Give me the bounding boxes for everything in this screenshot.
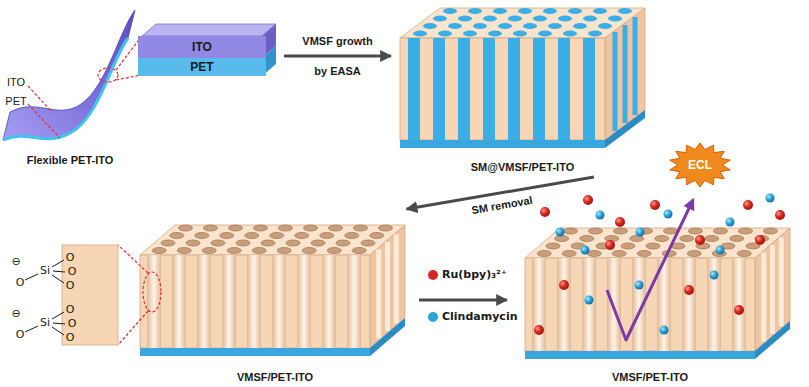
- layer-name: PET: [138, 58, 266, 76]
- legend-swatch: [428, 270, 438, 280]
- atom-label: Si: [40, 317, 50, 329]
- step-label: VMSF growth by EASA: [298, 26, 378, 86]
- process-arrow: [419, 298, 507, 301]
- chemical-bonds: [25, 260, 65, 335]
- charge-symbol: ⊖: [11, 308, 20, 320]
- vmsf-block: [140, 225, 405, 356]
- panel-caption: SM@VMSF/PET-ITO: [471, 160, 574, 174]
- zoom-ring: [98, 68, 118, 82]
- vmsf-block: [525, 228, 790, 359]
- panel-caption: VMSF/PET-ITO: [237, 370, 313, 384]
- pore-wall-inset: [62, 245, 118, 345]
- electrode-panel: VMSF/PET-ITO ECL: [510, 140, 790, 384]
- atom-label: O: [66, 332, 75, 344]
- atom-label: O: [66, 304, 75, 316]
- atom-label: O: [16, 329, 25, 341]
- panel-caption: VMSF/PET-ITO: [612, 370, 688, 384]
- zoom-line: [118, 245, 148, 273]
- ecl-burst: ECL: [668, 142, 732, 188]
- atom-label: O: [16, 277, 25, 289]
- ecl-emission-arrow: [607, 200, 693, 340]
- atom-label: O: [68, 318, 77, 330]
- layer-stack: ITOPET: [138, 36, 266, 76]
- legend-text: Ru(bpy)₃²⁺: [442, 268, 507, 281]
- zoom-ring: [143, 272, 161, 312]
- ito-surface: [3, 10, 135, 140]
- leader-line: [28, 104, 60, 138]
- ecl-text: ECL: [688, 158, 712, 172]
- atom-label: O: [68, 266, 77, 278]
- layer-label: ITO: [7, 76, 25, 88]
- legend-swatch: [428, 312, 438, 322]
- layer-name: ITO: [138, 36, 266, 58]
- charge-symbol: ⊖: [11, 256, 20, 268]
- legend-entry: Ru(bpy)₃²⁺: [428, 268, 507, 281]
- layer-label: PET: [5, 95, 26, 107]
- clindamycin-molecules: [556, 194, 775, 335]
- ru-probe-molecules: [534, 195, 785, 335]
- electrode-panel: VMSF/PET-ITO: [135, 212, 415, 384]
- electrode-panel: SM@VMSF/PET-ITO: [395, 2, 650, 174]
- slab-top: [142, 24, 276, 36]
- panel-caption: Flexible PET-ITO: [27, 153, 114, 167]
- flexible-sheet: [3, 10, 135, 140]
- pet-edge: [3, 38, 128, 140]
- legend-entry: Clindamycin: [428, 310, 518, 323]
- starburst-shape: [670, 143, 730, 187]
- atom-label: O: [66, 280, 75, 292]
- atom-label: Si: [40, 265, 50, 277]
- process-arrow: [284, 55, 391, 58]
- legend-text: Clindamycin: [442, 310, 518, 323]
- sm-vmsf-block: [400, 8, 645, 148]
- atom-label: O: [66, 252, 75, 264]
- zoom-line: [118, 311, 148, 345]
